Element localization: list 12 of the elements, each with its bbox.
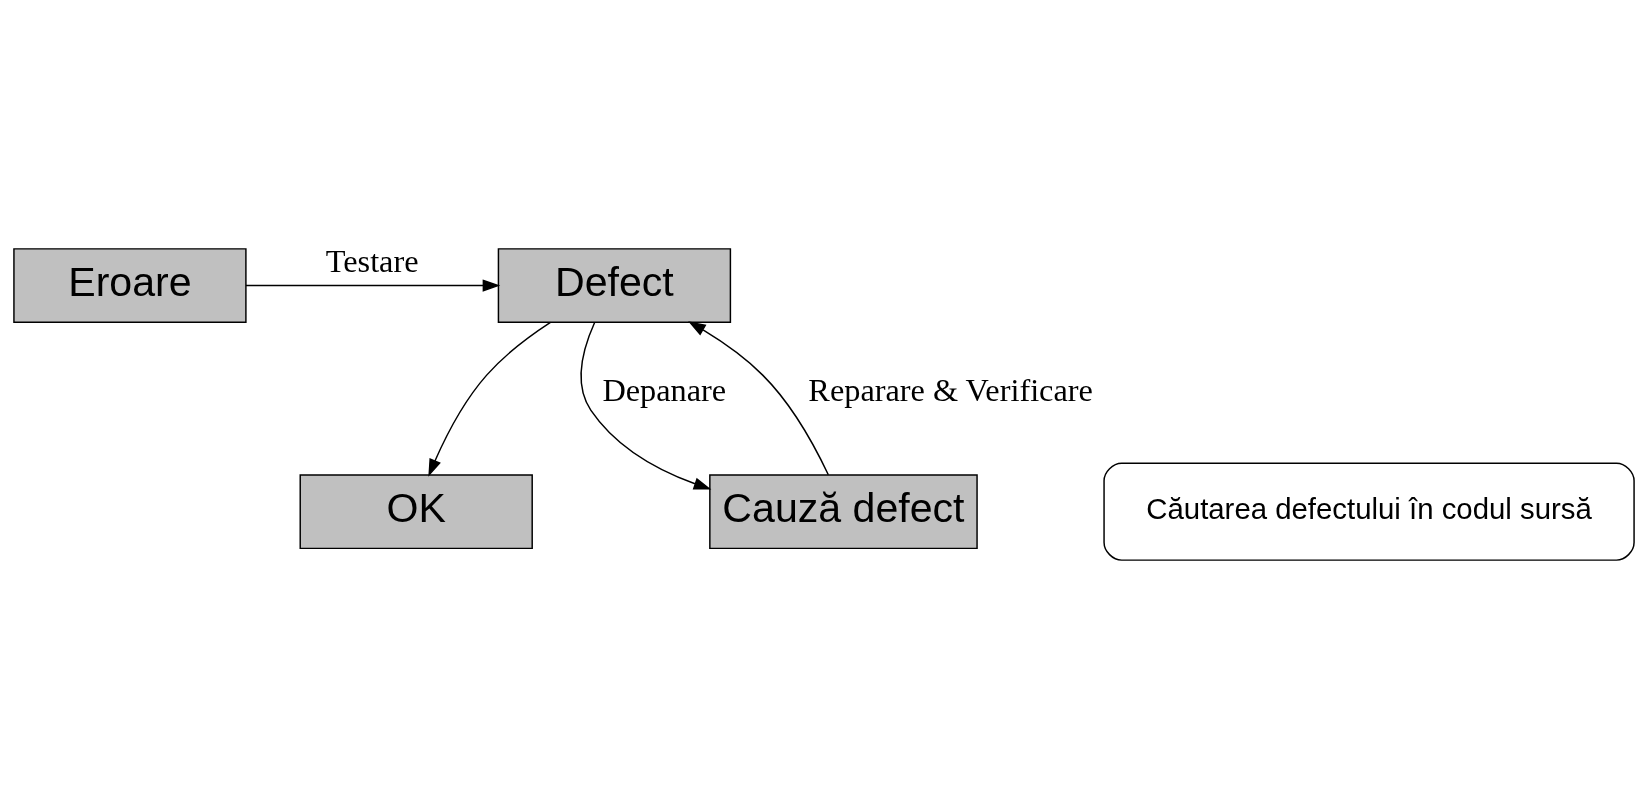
node-box: Cauză defect [709, 474, 978, 550]
node-box: OK [299, 474, 533, 550]
edge-label: Testare [325, 242, 419, 279]
node-box: Căutarea defectului în codul sursă [1103, 462, 1635, 561]
arrow [580, 321, 712, 490]
edge-label: Depanare [602, 371, 727, 408]
arrow [428, 321, 552, 477]
arrow [688, 321, 830, 476]
node-box: Eroare [13, 248, 247, 323]
edge-label: Reparare & Verificare [808, 371, 1093, 408]
arrow [245, 279, 501, 292]
node-box: Defect [497, 248, 732, 323]
